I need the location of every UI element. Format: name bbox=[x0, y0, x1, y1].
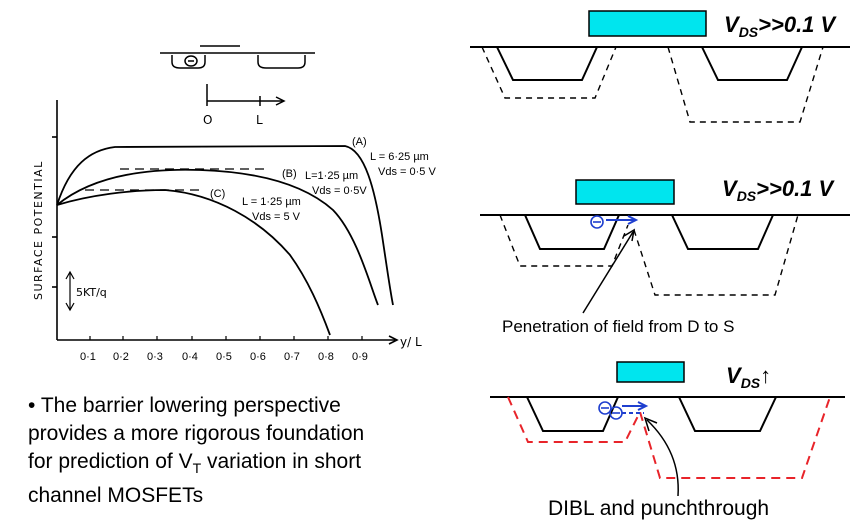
depletion-merged-bottom bbox=[507, 396, 831, 479]
bullet-line: for prediction of VT variation in short bbox=[28, 450, 362, 477]
x-tick-label: 0·1 bbox=[80, 351, 96, 363]
bullet-line: provides a more rigorous foundation bbox=[28, 422, 365, 445]
inset-device-sketch bbox=[160, 45, 315, 69]
curve-c-tag: (C) bbox=[210, 188, 225, 200]
drain-depletion-middle bbox=[633, 214, 799, 296]
inset-label-origin: O bbox=[203, 113, 212, 127]
x-tick-label: 0·5 bbox=[216, 351, 232, 363]
field-arrow-icon bbox=[606, 215, 639, 225]
curve-a-length: L = 6·25 µm bbox=[370, 151, 429, 163]
source-depletion-top bbox=[481, 46, 617, 99]
curve-a-vds: Vds = 0·5 V bbox=[378, 166, 436, 178]
caption-bottom: DIBL and punchthrough bbox=[548, 497, 769, 520]
field-arrow-icon bbox=[622, 401, 649, 414]
vds-label-bottom: VDS↑ bbox=[726, 363, 771, 391]
drain-depletion-top bbox=[667, 46, 824, 123]
drain-well-top bbox=[701, 46, 803, 81]
gate-bottom bbox=[616, 361, 685, 383]
curve-b bbox=[56, 168, 379, 306]
source-well-top bbox=[496, 46, 598, 81]
curve-b-vds: Vds = 0·5V bbox=[312, 185, 367, 197]
caption-pointer-bottom bbox=[643, 416, 679, 497]
curve-c bbox=[56, 189, 331, 336]
curve-c-length: L = 1·25 µm bbox=[242, 196, 301, 208]
curve-annotations: (A) L = 6·25 µm Vds = 0·5 V (B) L=1·25 µ… bbox=[210, 136, 436, 223]
x-tick-label: 0·4 bbox=[182, 351, 198, 363]
drain-well-middle bbox=[671, 214, 774, 250]
x-axis-label: y/ L bbox=[400, 335, 422, 349]
gate-middle bbox=[575, 179, 675, 205]
x-tick-label: 0·8 bbox=[318, 351, 334, 363]
plot-axes bbox=[52, 100, 399, 345]
source-depletion-middle bbox=[499, 214, 629, 267]
panel-top: VDS>>0.1 V bbox=[470, 10, 850, 123]
y-axis-label: SURFACE POTENTIAL bbox=[32, 160, 45, 300]
electron-icon bbox=[590, 215, 604, 229]
x-tick-labels: 0·1 0·2 0·3 0·4 0·5 0·6 0·7 0·8 0·9 bbox=[80, 351, 368, 363]
inset-label-length: L bbox=[256, 113, 263, 127]
x-tick-label: 0·9 bbox=[352, 351, 368, 363]
panel-bottom: VDS↑ DIBL and punchthrough bbox=[490, 361, 845, 520]
curve-b-length: L=1·25 µm bbox=[305, 170, 358, 182]
curve-c-vds: Vds = 5 V bbox=[252, 211, 301, 223]
barrier-reference-lines bbox=[85, 168, 265, 191]
caption-pointer-middle bbox=[582, 228, 636, 314]
drain-well-bottom bbox=[678, 396, 777, 432]
scale-marker bbox=[65, 270, 75, 312]
bullet-point: • The barrier lowering perspective provi… bbox=[28, 392, 448, 510]
vds-label-top: VDS>>0.1 V bbox=[724, 12, 838, 40]
electron-icon bbox=[598, 401, 612, 415]
x-tick-label: 0·2 bbox=[113, 351, 129, 363]
source-well-middle bbox=[524, 214, 620, 250]
curve-a bbox=[56, 145, 394, 306]
panel-middle: VDS>>0.1 V Penetration of field from D t… bbox=[480, 176, 850, 336]
x-tick-label: 0·6 bbox=[250, 351, 266, 363]
bullet-line: • The barrier lowering perspective bbox=[28, 394, 341, 417]
bullet-line: channel MOSFETs bbox=[28, 484, 204, 508]
inset-axis bbox=[206, 84, 286, 106]
gate-top bbox=[588, 10, 707, 37]
curve-b-tag: (B) bbox=[282, 168, 297, 180]
scale-label: 5KT/q bbox=[76, 286, 107, 299]
caption-middle: Penetration of field from D to S bbox=[502, 317, 734, 336]
x-tick-marks bbox=[89, 336, 363, 340]
vds-label-middle: VDS>>0.1 V bbox=[722, 176, 836, 204]
x-tick-label: 0·3 bbox=[147, 351, 163, 363]
potential-curves bbox=[56, 145, 394, 336]
x-tick-label: 0·7 bbox=[284, 351, 300, 363]
curve-a-tag: (A) bbox=[352, 136, 367, 148]
